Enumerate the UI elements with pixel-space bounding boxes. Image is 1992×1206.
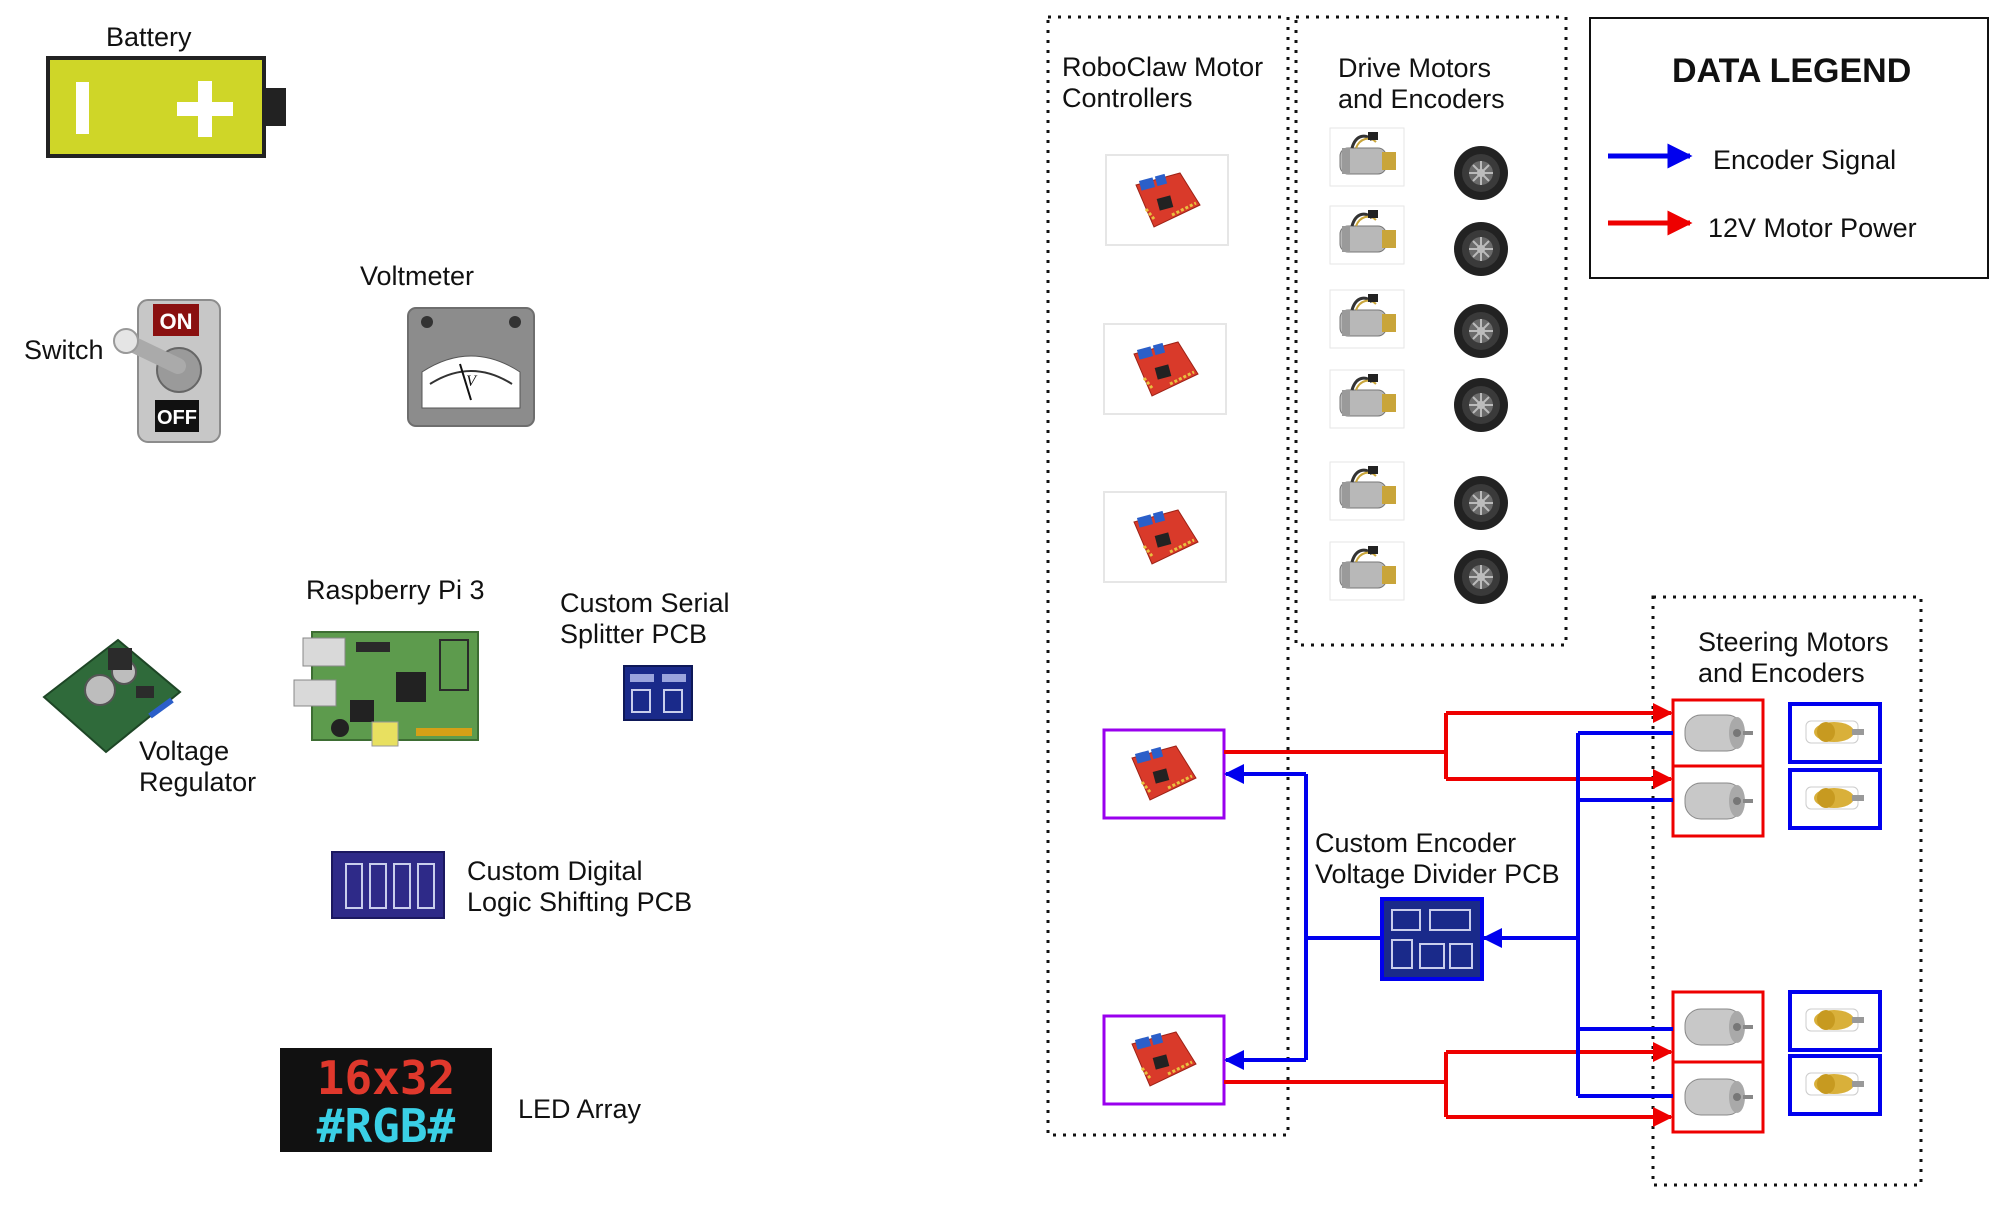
- voltage-regulator-label-line1: Voltage: [139, 736, 230, 766]
- steering-encoder: [1788, 990, 1882, 1052]
- switch-on-text: ON: [160, 309, 193, 334]
- encoder-signal-wiring: [1224, 731, 1673, 1098]
- steering-encoder: [1788, 768, 1882, 830]
- drive-motor: [1328, 460, 1406, 522]
- motor-power-wiring: [1224, 703, 1673, 1127]
- roboclaw-controller: [1103, 491, 1227, 583]
- wheel: [1453, 303, 1509, 359]
- logic-shifting-label-line2: Logic Shifting PCB: [467, 887, 693, 917]
- data-legend-box: [1589, 17, 1989, 279]
- drive-motors-group-box: [1294, 15, 1568, 647]
- steering-motor: [1671, 990, 1765, 1064]
- steering-motors-label-line1: Steering Motors: [1698, 627, 1889, 657]
- drive-motor: [1328, 288, 1406, 350]
- steering-motors-label-line2: and Encoders: [1698, 658, 1865, 688]
- wheel: [1453, 377, 1509, 433]
- drive-motors-label-line1: Drive Motors: [1338, 53, 1492, 83]
- battery-label: Battery: [106, 22, 192, 52]
- led-array-label: LED Array: [518, 1094, 642, 1124]
- roboclaw-controller-steering-top: [1102, 728, 1226, 820]
- led-text-line1: 16x32: [317, 1051, 455, 1105]
- steering-motors-group-box: [1651, 595, 1923, 1187]
- roboclaw-controller: [1103, 323, 1227, 415]
- steering-motor: [1671, 1060, 1765, 1134]
- voltage-regulator-icon: [42, 638, 182, 754]
- switch-label: Switch: [24, 335, 104, 365]
- roboclaw-controller-steering-bottom: [1102, 1014, 1226, 1106]
- voltage-regulator-label-line2: Regulator: [139, 767, 257, 797]
- roboclaw-group-box: [1046, 15, 1290, 1137]
- drive-motors-label-line2: and Encoders: [1338, 84, 1505, 114]
- wheel: [1453, 475, 1509, 531]
- roboclaw-label-line2: Controllers: [1062, 83, 1193, 113]
- voltmeter-icon: V: [407, 307, 535, 427]
- drive-motor: [1328, 540, 1406, 602]
- drive-motors: [1328, 126, 1406, 602]
- roboclaw-controller: [1105, 154, 1229, 246]
- encoder-pcb-label-line2: Voltage Divider PCB: [1315, 859, 1560, 889]
- drive-motor: [1328, 368, 1406, 430]
- serial-splitter-label-line1: Custom Serial: [560, 588, 730, 618]
- raspberry-pi-icon: [293, 631, 479, 747]
- steering-motor: [1671, 698, 1765, 768]
- logic-shifting-label-line1: Custom Digital: [467, 856, 643, 886]
- wheel: [1453, 549, 1509, 605]
- voltmeter-unit-text: V: [466, 373, 478, 390]
- wheel: [1453, 145, 1509, 201]
- roboclaw-label-line1: RoboClaw Motor: [1062, 52, 1264, 82]
- serial-splitter-label-line2: Splitter PCB: [560, 619, 708, 649]
- steering-encoder: [1788, 702, 1882, 764]
- led-array-icon: 16x32 #RGB#: [280, 1048, 492, 1153]
- drive-motor: [1328, 126, 1406, 188]
- switch-icon: ON OFF: [113, 299, 221, 443]
- legend-encoder-label: Encoder Signal: [1713, 145, 1897, 175]
- led-text-line2: #RGB#: [317, 1099, 456, 1153]
- raspberry-pi-label: Raspberry Pi 3: [306, 575, 485, 605]
- steering-motor: [1671, 764, 1765, 838]
- steering-encoder: [1788, 1054, 1882, 1116]
- legend-title: DATA LEGEND: [1672, 52, 1912, 90]
- switch-off-text: OFF: [157, 407, 197, 429]
- voltmeter-label: Voltmeter: [360, 261, 475, 291]
- battery: [46, 56, 286, 158]
- serial-splitter-pcb-icon: [623, 665, 693, 721]
- drive-motor: [1328, 204, 1406, 266]
- legend-power-label: 12V Motor Power: [1708, 213, 1917, 243]
- encoder-voltage-divider-pcb: [1380, 897, 1484, 981]
- wheels: [1453, 145, 1509, 605]
- encoder-pcb-label-line1: Custom Encoder: [1315, 828, 1517, 858]
- logic-shifting-pcb-icon: [331, 851, 445, 919]
- wheel: [1453, 221, 1509, 277]
